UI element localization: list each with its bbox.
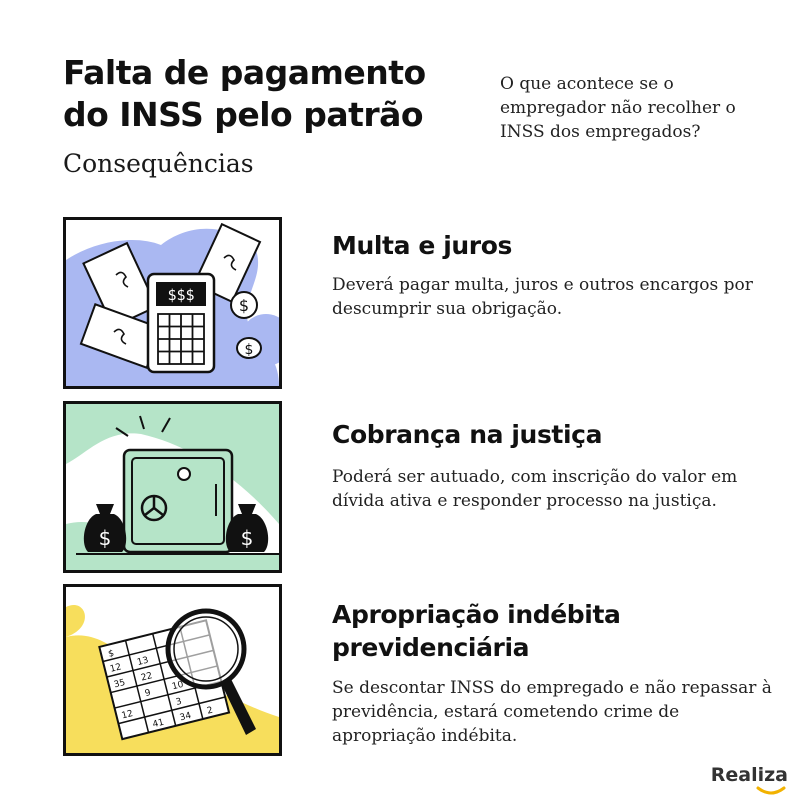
svg-text:41: 41	[152, 718, 166, 730]
item-desc-cobranca: Poderá ser autuado, com inscrição do val…	[332, 467, 738, 511]
intro-question: O que acontece se o empregador não recol…	[500, 74, 736, 142]
brand-name: Realiza	[710, 764, 788, 786]
brand-logo: Realiza	[698, 764, 788, 798]
illustration-magnifier-card: $ 12 13 35 22 9 10 12 3 41 34 2	[63, 584, 282, 756]
svg-text:$: $	[241, 526, 254, 550]
item-title-cobranca: Cobrança na justiça	[332, 420, 603, 449]
svg-text:$: $	[107, 649, 115, 660]
item-desc-multa: Deverá pagar multa, juros e outros encar…	[332, 275, 753, 319]
svg-text:10: 10	[171, 680, 185, 693]
svg-text:12: 12	[109, 662, 123, 674]
svg-text:12: 12	[121, 709, 135, 721]
svg-text:$: $	[245, 342, 254, 358]
svg-text:3: 3	[175, 697, 183, 708]
svg-text:2: 2	[206, 706, 214, 717]
item-desc-apropriacao: Se descontar INSS do empregado e não rep…	[332, 678, 772, 746]
svg-text:$: $	[99, 526, 112, 550]
page-title: Falta de pagamento do INSS pelo patrão	[63, 53, 426, 134]
page-subtitle: Consequências	[63, 149, 254, 178]
svg-text:9: 9	[144, 688, 152, 699]
item-title-apropriacao: Apropriação indébita previdenciária	[332, 600, 621, 662]
calculator-money-icon: $$$ $ $	[66, 222, 279, 386]
illustration-safe-card: $ $	[63, 401, 282, 573]
calculator-display: $$$	[167, 286, 194, 304]
item-title-multa: Multa e juros	[332, 231, 512, 260]
svg-text:22: 22	[140, 671, 154, 683]
magnifier-document-icon: $ 12 13 35 22 9 10 12 3 41 34 2	[66, 604, 279, 753]
safe-moneybags-icon: $ $	[66, 404, 279, 570]
illustration-calculator-card: $$$ $ $	[63, 217, 282, 389]
svg-text:35: 35	[113, 678, 127, 690]
svg-text:13: 13	[136, 656, 150, 668]
svg-text:34: 34	[179, 711, 193, 724]
brand-smile-icon	[756, 786, 786, 795]
svg-text:$: $	[239, 296, 249, 315]
